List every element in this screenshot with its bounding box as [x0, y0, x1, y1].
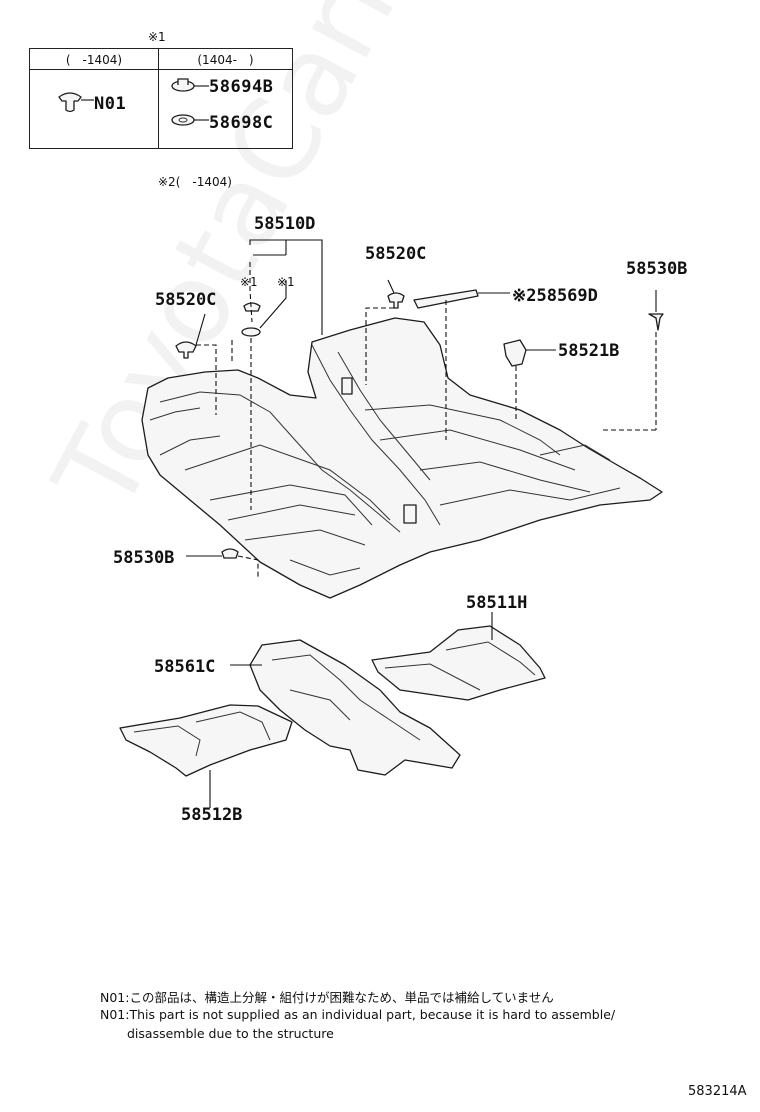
- note-jp: N01:この部品は、構造上分解・組付けが困難なため、単品では補給していません: [100, 990, 554, 1005]
- part-number-58694b: 58694B: [209, 77, 274, 97]
- floor-mat-58512b: [119, 704, 293, 777]
- bracket-58569d: [413, 289, 479, 309]
- callout-58530b-right: 58530B: [626, 259, 688, 279]
- note-en-line2: disassemble due to the structure: [127, 1026, 334, 1041]
- screw-58530b-right: [648, 313, 664, 331]
- callout-58521b: 58521B: [558, 341, 620, 361]
- note-en-line1: N01:This part is not supplied as an indi…: [100, 1007, 616, 1022]
- callout-58520c-top: 58520C: [365, 244, 427, 264]
- callout-58569d: ※258569D: [512, 286, 598, 306]
- clip-58520c-left: [175, 341, 197, 359]
- clip-58520c-top: [387, 292, 405, 309]
- part-number-58698c: 58698C: [209, 113, 274, 133]
- callout-58561c: 58561C: [154, 657, 216, 677]
- clip-icon: [58, 92, 94, 113]
- callout-58511h: 58511H: [466, 593, 528, 613]
- legend-table: ( -1404) (1404- ) N01 58694B 58698C: [29, 48, 293, 149]
- hook-58521b: [503, 339, 527, 367]
- washer-58698c: [241, 327, 261, 337]
- mark2-note: ※2( -1404): [158, 175, 232, 189]
- floor-mat-58561c: [249, 639, 461, 776]
- callout-58510d: 58510D: [254, 214, 316, 234]
- floor-carpet-assembly: [141, 317, 663, 599]
- callout-58520c-left: 58520C: [155, 290, 217, 310]
- floor-mat-58511h: [371, 625, 546, 701]
- legend-mark-1: ※1: [148, 30, 166, 44]
- diagram-id: 583214A: [688, 1084, 747, 1099]
- legend-cell-n01: N01: [29, 69, 159, 149]
- clip-icon: [171, 78, 209, 92]
- callout-58530b-left: 58530B: [113, 548, 175, 568]
- clip-58694b: [243, 302, 261, 312]
- clip-58530b-left: [221, 548, 239, 559]
- washer-icon: [171, 114, 209, 126]
- callout-58512b: 58512B: [181, 805, 243, 825]
- legend-header-after-1404: (1404- ): [158, 48, 293, 70]
- callout-mark1-left: ※1: [240, 275, 258, 289]
- callout-mark1-right: ※1: [277, 275, 295, 289]
- legend-cell-new-parts: 58694B 58698C: [158, 69, 293, 149]
- part-number-n01: N01: [94, 94, 127, 114]
